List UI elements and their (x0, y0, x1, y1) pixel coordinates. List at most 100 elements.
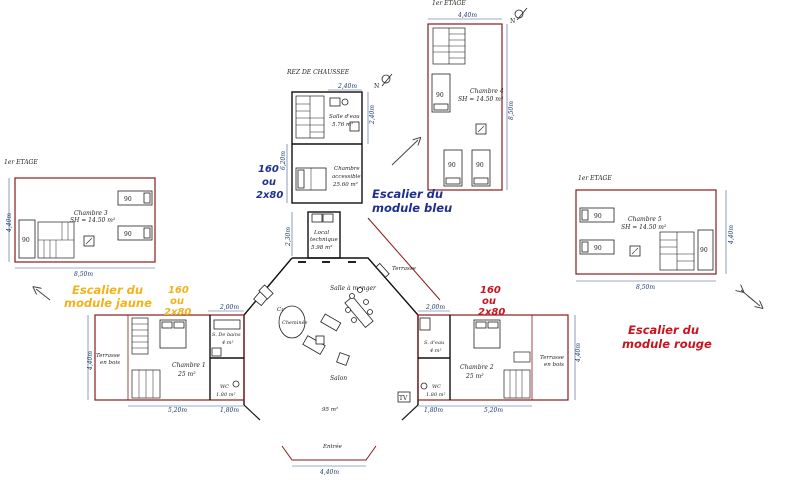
dim-8-50-c3: 8,50m (74, 271, 93, 278)
label-local: Local (313, 230, 329, 236)
dim-6-20: 6,20m (280, 151, 287, 170)
stairs-chambre-5 (659, 231, 695, 271)
label-etage-top: 1er ETAGE (432, 0, 466, 7)
toilet-2 (420, 382, 428, 390)
stairs-central (295, 95, 325, 139)
label-entree: Entrée (322, 443, 343, 450)
svg-text:160: 160 (258, 164, 279, 175)
label-tv: TV (399, 395, 408, 402)
dim-5-20-l: 5,20m (168, 407, 187, 414)
svg-text:90: 90 (124, 196, 132, 203)
svg-text:Escalier du: Escalier du (72, 283, 143, 297)
tech-box-si (322, 213, 334, 223)
label-chambre-3-sh: SH = 14.50 m² (70, 217, 116, 224)
label-terrasse-bois-l2: en bois (100, 360, 120, 366)
label-chambre-accessible-area: 25.60 m² (332, 181, 358, 188)
dim-1-80-r: 1,80m (424, 407, 443, 414)
north-arrow-center: N (374, 73, 393, 90)
dim-2-40-side: 2,40m (369, 105, 376, 125)
bed-chambre-3-b: 90 (117, 225, 153, 241)
fridge-1 (258, 284, 274, 300)
bed-chambre-5-a: 90 (579, 207, 615, 223)
label-local-area: 5.98 m² (311, 244, 332, 251)
svg-text:90: 90 (476, 162, 484, 169)
callout-escalier-bleu: Escalier du module bleu (372, 187, 452, 215)
label-terrasse-bois-r2: en bois (544, 362, 564, 368)
svg-text:Escalier du: Escalier du (628, 323, 699, 337)
label-salle-eau-top-area: 5.76 m² (332, 121, 353, 128)
svg-text:ou: ou (482, 296, 496, 307)
bed-chambre-3-c: 90 (18, 219, 36, 259)
callout-bed-red: 160 ou 2x80 (478, 285, 505, 318)
fireplace: Cheminée (278, 305, 308, 339)
label-chambre-accessible: Chambre (334, 166, 360, 172)
bed-chambre-2 (473, 319, 501, 349)
shower-2 (419, 317, 431, 331)
label-95m2: 95 m² (322, 406, 338, 413)
svg-text:module jaune: module jaune (64, 296, 152, 310)
svg-text:90: 90 (436, 92, 444, 99)
label-etage-right: 1er ETAGE (578, 175, 612, 182)
label-wc-1: WC (220, 384, 229, 390)
bed-chambre-5-c: 90 (697, 229, 714, 271)
callout-escalier-rouge: Escalier du module rouge (622, 323, 712, 351)
callout-bed-yellow: 160 ou 2x80 (164, 285, 191, 318)
arrow-escalier-bleu (391, 140, 418, 166)
stairs-chambre-3 (37, 221, 75, 259)
dim-2-00-l: 2,00m (219, 304, 239, 311)
north-label-top: N (510, 18, 515, 25)
svg-text:Escalier du: Escalier du (372, 187, 443, 201)
module-central-rdc: REZ DE CHAUSSEE 2,40m N 2,40m Salle d'ea… (280, 69, 393, 204)
local-technique: 2,30m Local technique 5.98 m² (285, 211, 341, 259)
dim-4-40-c5: 4,40m (728, 225, 735, 245)
svg-text:module rouge: module rouge (622, 337, 712, 351)
module-chambre-3: 1er ETAGE 4,40m 8,50m 90 90 90 (4, 159, 156, 278)
north-label-center: N (374, 83, 379, 90)
callout-bed-blue: 160 ou 2x80 (256, 164, 283, 201)
dim-2-40-top: 2,40m (337, 83, 357, 90)
label-chambre-3: Chambre 3 (74, 210, 108, 217)
toilet-top (341, 98, 349, 106)
module-chambre-1: 2,00m 4,40m 5,20m 1,80m Terrasse en bois… (87, 284, 274, 414)
stairs-chambre-1 (131, 317, 161, 399)
label-local-2: technique (310, 237, 338, 243)
label-salon: Salon (330, 375, 347, 382)
svg-text:90: 90 (124, 231, 132, 238)
dim-4-40-c3: 4,40m (6, 213, 13, 233)
bed-chambre-5-b: 90 (579, 239, 615, 255)
label-wc-1-area: 1.80 m² (216, 392, 235, 398)
toilet-1 (232, 380, 240, 388)
label-chambre-5: Chambre 5 (628, 216, 662, 223)
label-salle-eau-top: Salle d'eau (329, 114, 360, 120)
stairs-chambre-2 (503, 351, 531, 399)
sofa-set (302, 313, 350, 366)
label-chambre-4-sh: SH = 14.50 m² (458, 96, 504, 103)
shower-top (349, 121, 360, 132)
svg-text:ou: ou (170, 296, 184, 307)
entree: Entrée 4,40m (281, 443, 377, 476)
label-terrasse-bois-r1: Terrasse (540, 355, 565, 361)
label-wc-2: WC (432, 384, 441, 390)
living-area: Terrasse Salle à manger Cuisine Cheminée… (243, 217, 441, 421)
svg-text:90: 90 (22, 237, 30, 244)
svg-text:2x80: 2x80 (256, 190, 283, 201)
washbasin-top (329, 97, 341, 107)
label-sdeau-2: S. d'eau (424, 340, 444, 346)
svg-text:90: 90 (448, 162, 456, 169)
dim-2-30: 2,30m (285, 227, 292, 247)
svg-text:160: 160 (168, 285, 189, 296)
bed-chambre-4-c: 90 (471, 149, 491, 187)
module-chambre-4: 1er ETAGE 4,40m N 8,50m 90 Chambre (427, 0, 528, 191)
module-chambre-5: 1er ETAGE 4,40m 8,50m 90 90 Chambre 5 SH… (575, 175, 735, 291)
label-chambre-1: Chambre 1 (172, 362, 206, 369)
label-chambre-accessible-2: accessible (332, 174, 361, 180)
dim-2-00-r: 2,00m (425, 304, 445, 311)
bed-chambre-3-a: 90 (117, 190, 153, 206)
bed-chambre-4-b: 90 (443, 149, 463, 187)
svg-text:ou: ou (262, 177, 276, 188)
svg-text:2x80: 2x80 (164, 307, 191, 318)
dim-4-40-entree: 4,40m (319, 469, 339, 476)
bed-chambre-accessible (295, 167, 327, 191)
label-chambre-1-area: 25 m² (177, 371, 196, 378)
